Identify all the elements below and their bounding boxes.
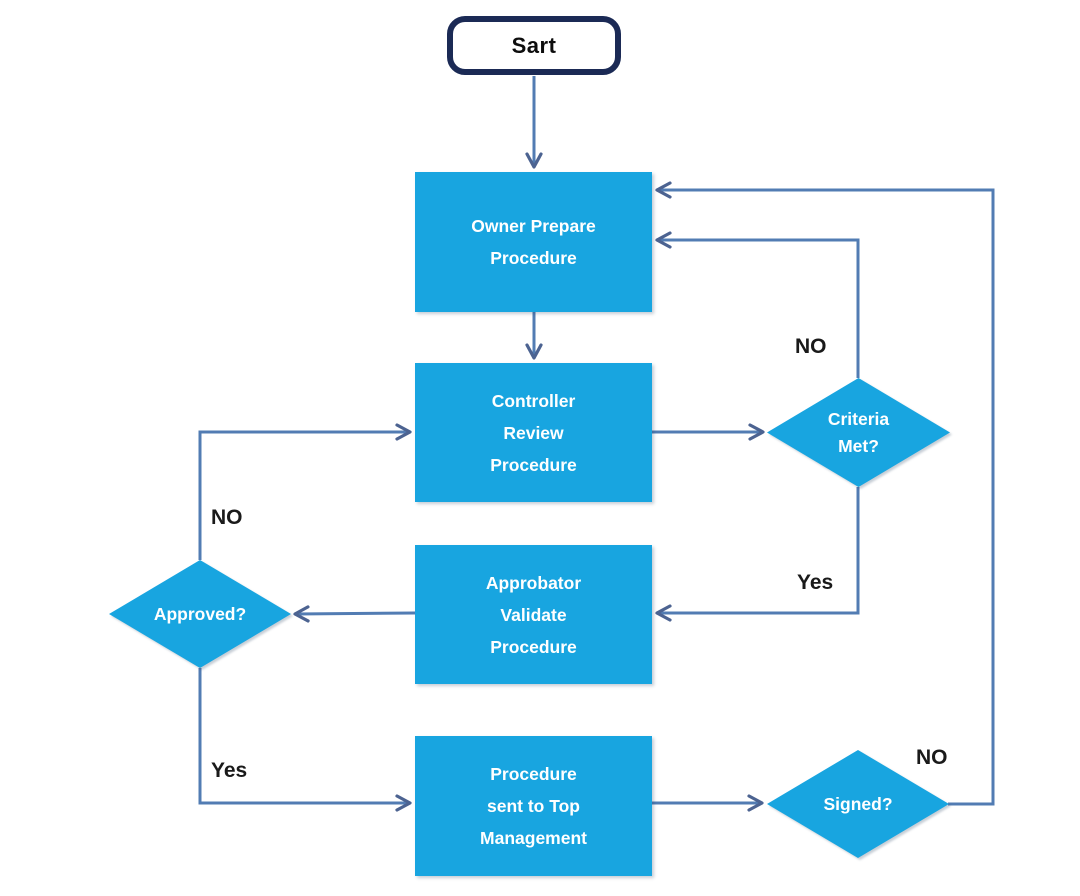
connector-approved-yes-to-procedure (198, 668, 412, 812)
node-approbator-validate-procedure: Approbator Validate Procedure (415, 545, 652, 684)
connector-approved-no-to-controller (198, 423, 412, 560)
node-owner-prepare-procedure: Owner Prepare Procedure (415, 172, 652, 312)
edge-label-signed-no: NO (916, 746, 948, 769)
edge-label-approved-yes: Yes (211, 759, 248, 782)
node-procedure-sent-to-top-management: Procedure sent to Top Management (415, 736, 652, 876)
node-controller-review-procedure: Controller Review Procedure (415, 363, 652, 502)
edge-label-criteria-no: NO (795, 335, 827, 358)
edge-label-approved-no: NO (211, 506, 243, 529)
decision-criteria-met-shape: Criteria Met? (767, 378, 950, 487)
edge-label-criteria-yes: Yes (797, 571, 834, 594)
node-decision-approved: Approved? (109, 560, 291, 668)
node-decision-criteria-met: Criteria Met? (767, 378, 950, 487)
decision-approved-shape: Approved? (109, 560, 291, 668)
connector-approbator-to-approved (293, 605, 416, 623)
connector-criteria-no-to-owner (655, 231, 860, 378)
node-decision-signed: Signed? (767, 750, 949, 858)
connector-signed-no-to-owner (655, 181, 995, 806)
node-start: Sart (447, 16, 621, 75)
connector-criteria-yes-to-approbator (655, 487, 860, 622)
